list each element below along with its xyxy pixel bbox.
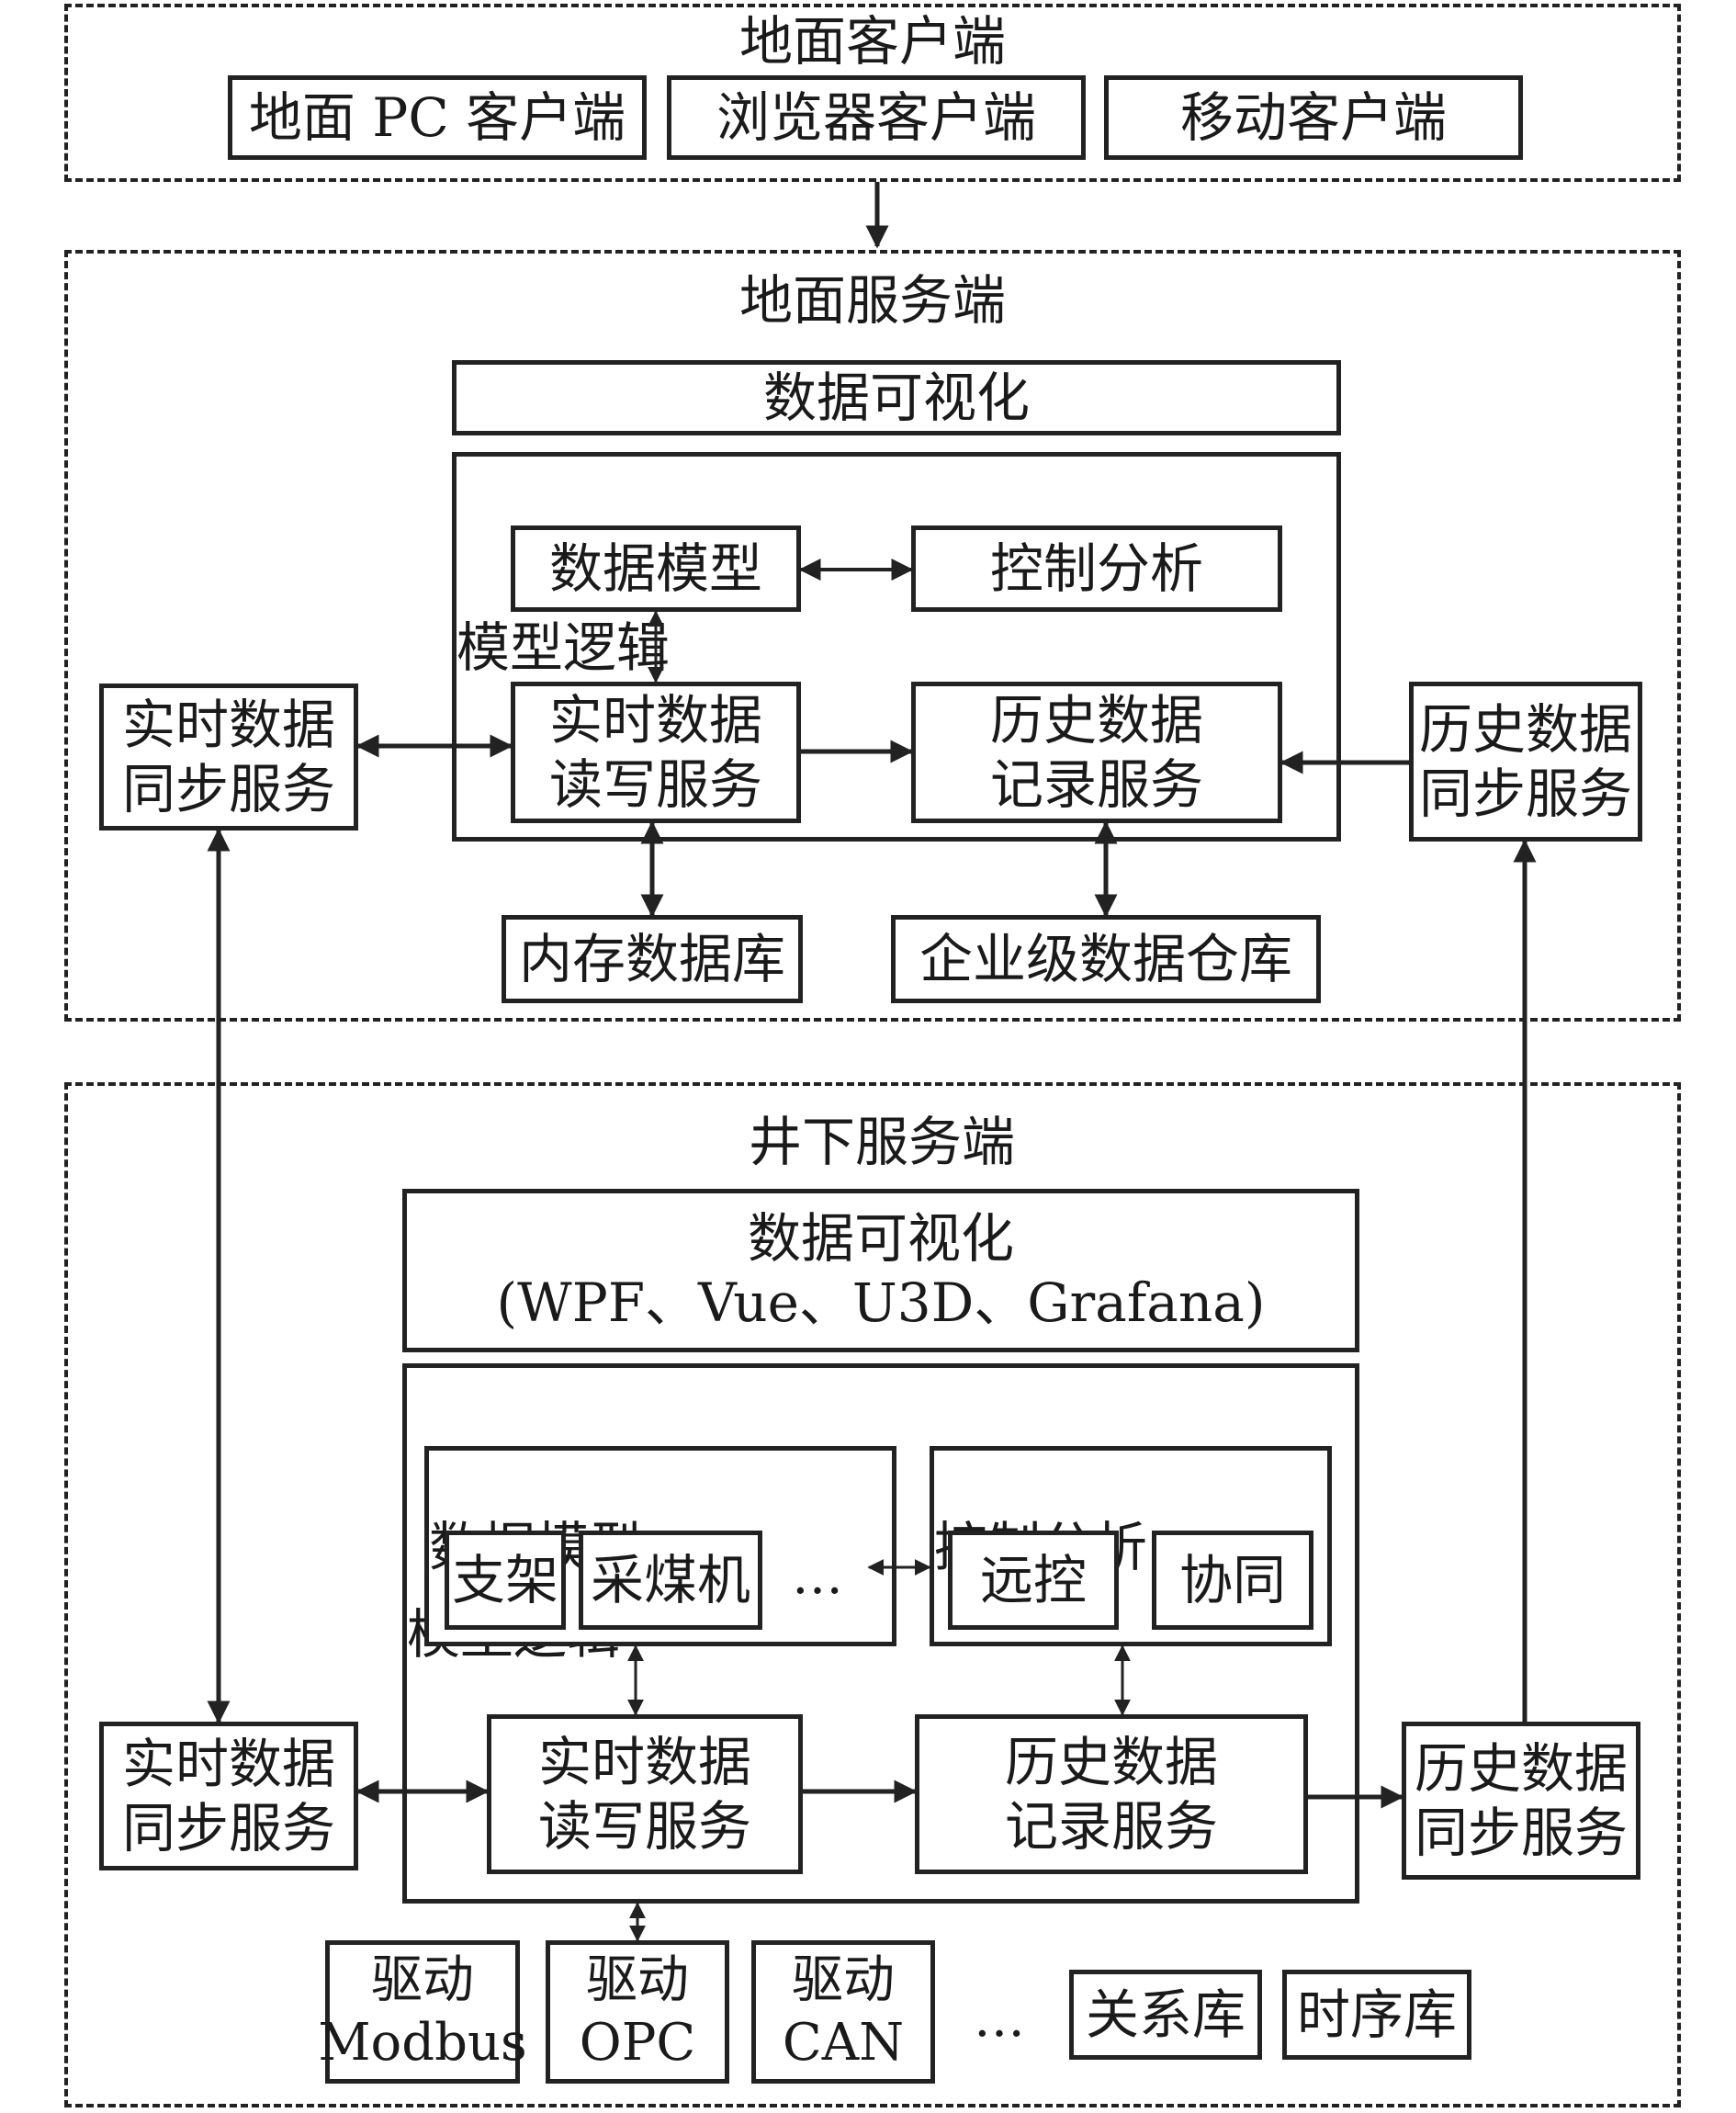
- underground-history-sync-service: 历史数据 同步服务: [1402, 1722, 1640, 1880]
- ground-history-sync-line2: 同步服务: [1418, 763, 1632, 825]
- relational-database: 关系库: [1069, 1970, 1262, 2060]
- control-remote: 远控: [948, 1531, 1119, 1630]
- underground-visualization: 数据可视化 (WPF、Vue、U3D、Grafana): [402, 1189, 1359, 1352]
- underground-server-title: 井下服务端: [748, 1111, 1015, 1173]
- ground-history-record-service: 历史数据 记录服务: [911, 682, 1282, 823]
- underground-realtime-rw-service: 实时数据 读写服务: [487, 1714, 803, 1874]
- underground-realtime-rw-line1: 实时数据: [537, 1731, 751, 1793]
- ground-history-sync-service: 历史数据 同步服务: [1409, 682, 1642, 842]
- ground-realtime-rw-line1: 实时数据: [548, 689, 762, 751]
- driver-modbus: 驱动 Modbus: [318, 1940, 527, 2084]
- drivers-ellipsis: …: [974, 1989, 1025, 2049]
- ground-history-sync-line1: 历史数据: [1418, 698, 1632, 761]
- mobile-client: 移动客户端: [1104, 75, 1523, 160]
- underground-history-record-line1: 历史数据: [1004, 1731, 1218, 1793]
- driver-can: 驱动 CAN: [751, 1940, 935, 2084]
- underground-history-record-line2: 记录服务: [1004, 1795, 1218, 1858]
- ground-realtime-sync-service: 实时数据 同步服务: [99, 684, 358, 831]
- memory-database: 内存数据库: [502, 915, 803, 1003]
- data-model-shearer: 采煤机: [579, 1531, 762, 1630]
- ground-client-group: [64, 4, 1681, 182]
- driver-can-line2: CAN: [782, 2013, 905, 2073]
- browser-client: 浏览器客户端: [667, 75, 1086, 160]
- ground-visualization: 数据可视化: [452, 360, 1341, 435]
- driver-opc-line2: OPC: [579, 2013, 696, 2073]
- ground-client-title: 地面客户端: [738, 10, 1006, 73]
- driver-modbus-line1: 驱动: [371, 1950, 474, 2010]
- underground-history-record-service: 历史数据 记录服务: [915, 1714, 1308, 1874]
- underground-visualization-title: 数据可视化: [747, 1207, 1014, 1270]
- ground-realtime-sync-line2: 同步服务: [121, 758, 335, 820]
- ground-realtime-sync-line1: 实时数据: [121, 694, 335, 756]
- driver-opc-line1: 驱动: [586, 1950, 689, 2010]
- driver-can-line1: 驱动: [792, 1950, 895, 2010]
- underground-realtime-sync-service: 实时数据 同步服务: [99, 1722, 358, 1870]
- ground-history-record-line1: 历史数据: [989, 689, 1203, 751]
- timeseries-database: 时序库: [1282, 1970, 1471, 2060]
- underground-realtime-sync-line2: 同步服务: [121, 1797, 335, 1859]
- underground-history-sync-line1: 历史数据: [1414, 1737, 1628, 1800]
- underground-realtime-sync-line1: 实时数据: [121, 1733, 335, 1795]
- underground-server-group: [64, 1082, 1681, 2107]
- enterprise-data-warehouse: 企业级数据仓库: [891, 915, 1321, 1003]
- ground-data-model: 数据模型: [511, 525, 801, 612]
- underground-realtime-rw-line2: 读写服务: [537, 1795, 751, 1858]
- driver-opc: 驱动 OPC: [546, 1940, 729, 2084]
- data-model-ellipsis: …: [792, 1546, 843, 1606]
- ground-control-analysis: 控制分析: [911, 525, 1282, 612]
- ground-server-group: [64, 250, 1681, 1022]
- underground-visualization-tech: (WPF、Vue、U3D、Grafana): [496, 1271, 1266, 1334]
- ground-history-record-line2: 记录服务: [989, 753, 1203, 816]
- ground-server-title: 地面服务端: [738, 269, 1006, 332]
- driver-modbus-line2: Modbus: [318, 2013, 527, 2073]
- control-cooperative: 协同: [1152, 1531, 1313, 1630]
- ground-model-logic-title: 模型逻辑: [457, 616, 671, 679]
- data-model-support: 支架: [445, 1531, 566, 1630]
- ground-pc-client: 地面 PC 客户端: [228, 75, 647, 160]
- ground-realtime-rw-service: 实时数据 读写服务: [511, 682, 801, 823]
- underground-history-sync-line2: 同步服务: [1414, 1802, 1628, 1864]
- ground-realtime-rw-line2: 读写服务: [548, 753, 762, 816]
